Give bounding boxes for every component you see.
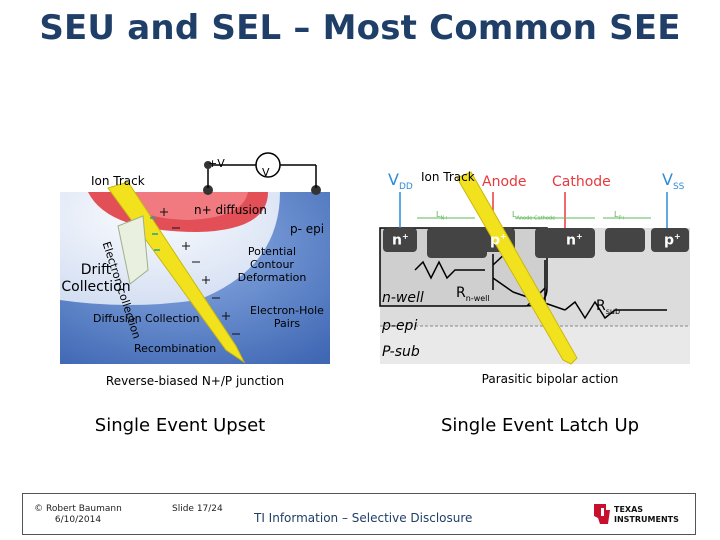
r-sub-label: Rsub <box>596 298 621 316</box>
contact-terminal-right <box>311 185 321 195</box>
n-plus-label-1: n+ <box>392 232 409 249</box>
seu-junction-diagram <box>60 152 330 364</box>
seu-heading: Single Event Upset <box>94 415 266 436</box>
latchup-caption: Parasitic bipolar action <box>481 372 619 386</box>
electron-hole-pairs-label: Electron-Hole Pairs <box>250 304 324 330</box>
potential-contour-label: Potential Contour Deformation <box>237 245 307 284</box>
contact-terminal-left <box>203 185 213 195</box>
vdd-label: VDD <box>388 170 413 193</box>
disclosure-text: TI Information – Selective Disclosure <box>254 511 473 525</box>
ti-logo-icon <box>594 504 610 524</box>
latchup-diagram <box>379 171 690 365</box>
diffusion-collection-label: Diffusion Collection <box>93 312 200 325</box>
latchup-heading: Single Event Latch Up <box>440 415 640 436</box>
r-sub-resistor <box>564 300 667 320</box>
p-plus-label-1: p+ <box>490 232 507 249</box>
seu-caption: Reverse-biased N+/P junction <box>105 374 285 388</box>
anode-label: Anode <box>482 174 527 190</box>
voltage-source-icon <box>255 152 281 178</box>
p-sub-label: P-sub <box>382 344 420 360</box>
p-plus-label-2: p+ <box>664 232 681 249</box>
r-nwell-label: Rn-well <box>456 285 490 303</box>
copyright-text: © Robert Baumann 6/10/2014 <box>34 504 122 525</box>
charge-markers <box>160 208 240 335</box>
n-diffusion-label: n+ diffusion <box>194 203 267 217</box>
plus-v-label: +V <box>208 157 225 170</box>
ion-track-arrow-right <box>456 171 578 365</box>
l-n-label: LN+ <box>436 210 449 222</box>
drift-collection-label: Drift Collection <box>61 262 131 295</box>
ion-track-label-right: Ion Track <box>421 170 475 184</box>
n-well-label: n-well <box>382 290 424 306</box>
p-epi-right-label: p-epi <box>382 318 418 334</box>
l-p-label: LP+ <box>614 210 626 222</box>
contact-diffusions <box>383 228 689 258</box>
voltage-symbol-label: V <box>262 166 270 179</box>
vss-label: VSS <box>662 170 685 193</box>
n-plus-label-2: n+ <box>566 232 583 249</box>
slide-title: SEU and SEL – Most Common SEE <box>39 8 681 48</box>
l-anode-cathode-label: LAnode-Cathode <box>512 210 556 222</box>
r-nwell-resistor <box>414 260 485 280</box>
ion-track-label-left: Ion Track <box>91 174 145 188</box>
cathode-label: Cathode <box>552 174 611 190</box>
footer-bar <box>22 493 696 535</box>
p-epi-label: p- epi <box>290 222 325 236</box>
ti-logo-text: TEXAS INSTRUMENTS <box>614 505 679 524</box>
slide-number: Slide 17/24 <box>172 504 223 514</box>
recombination-label: Recombination <box>134 342 217 355</box>
electron-collection-band <box>117 215 149 285</box>
